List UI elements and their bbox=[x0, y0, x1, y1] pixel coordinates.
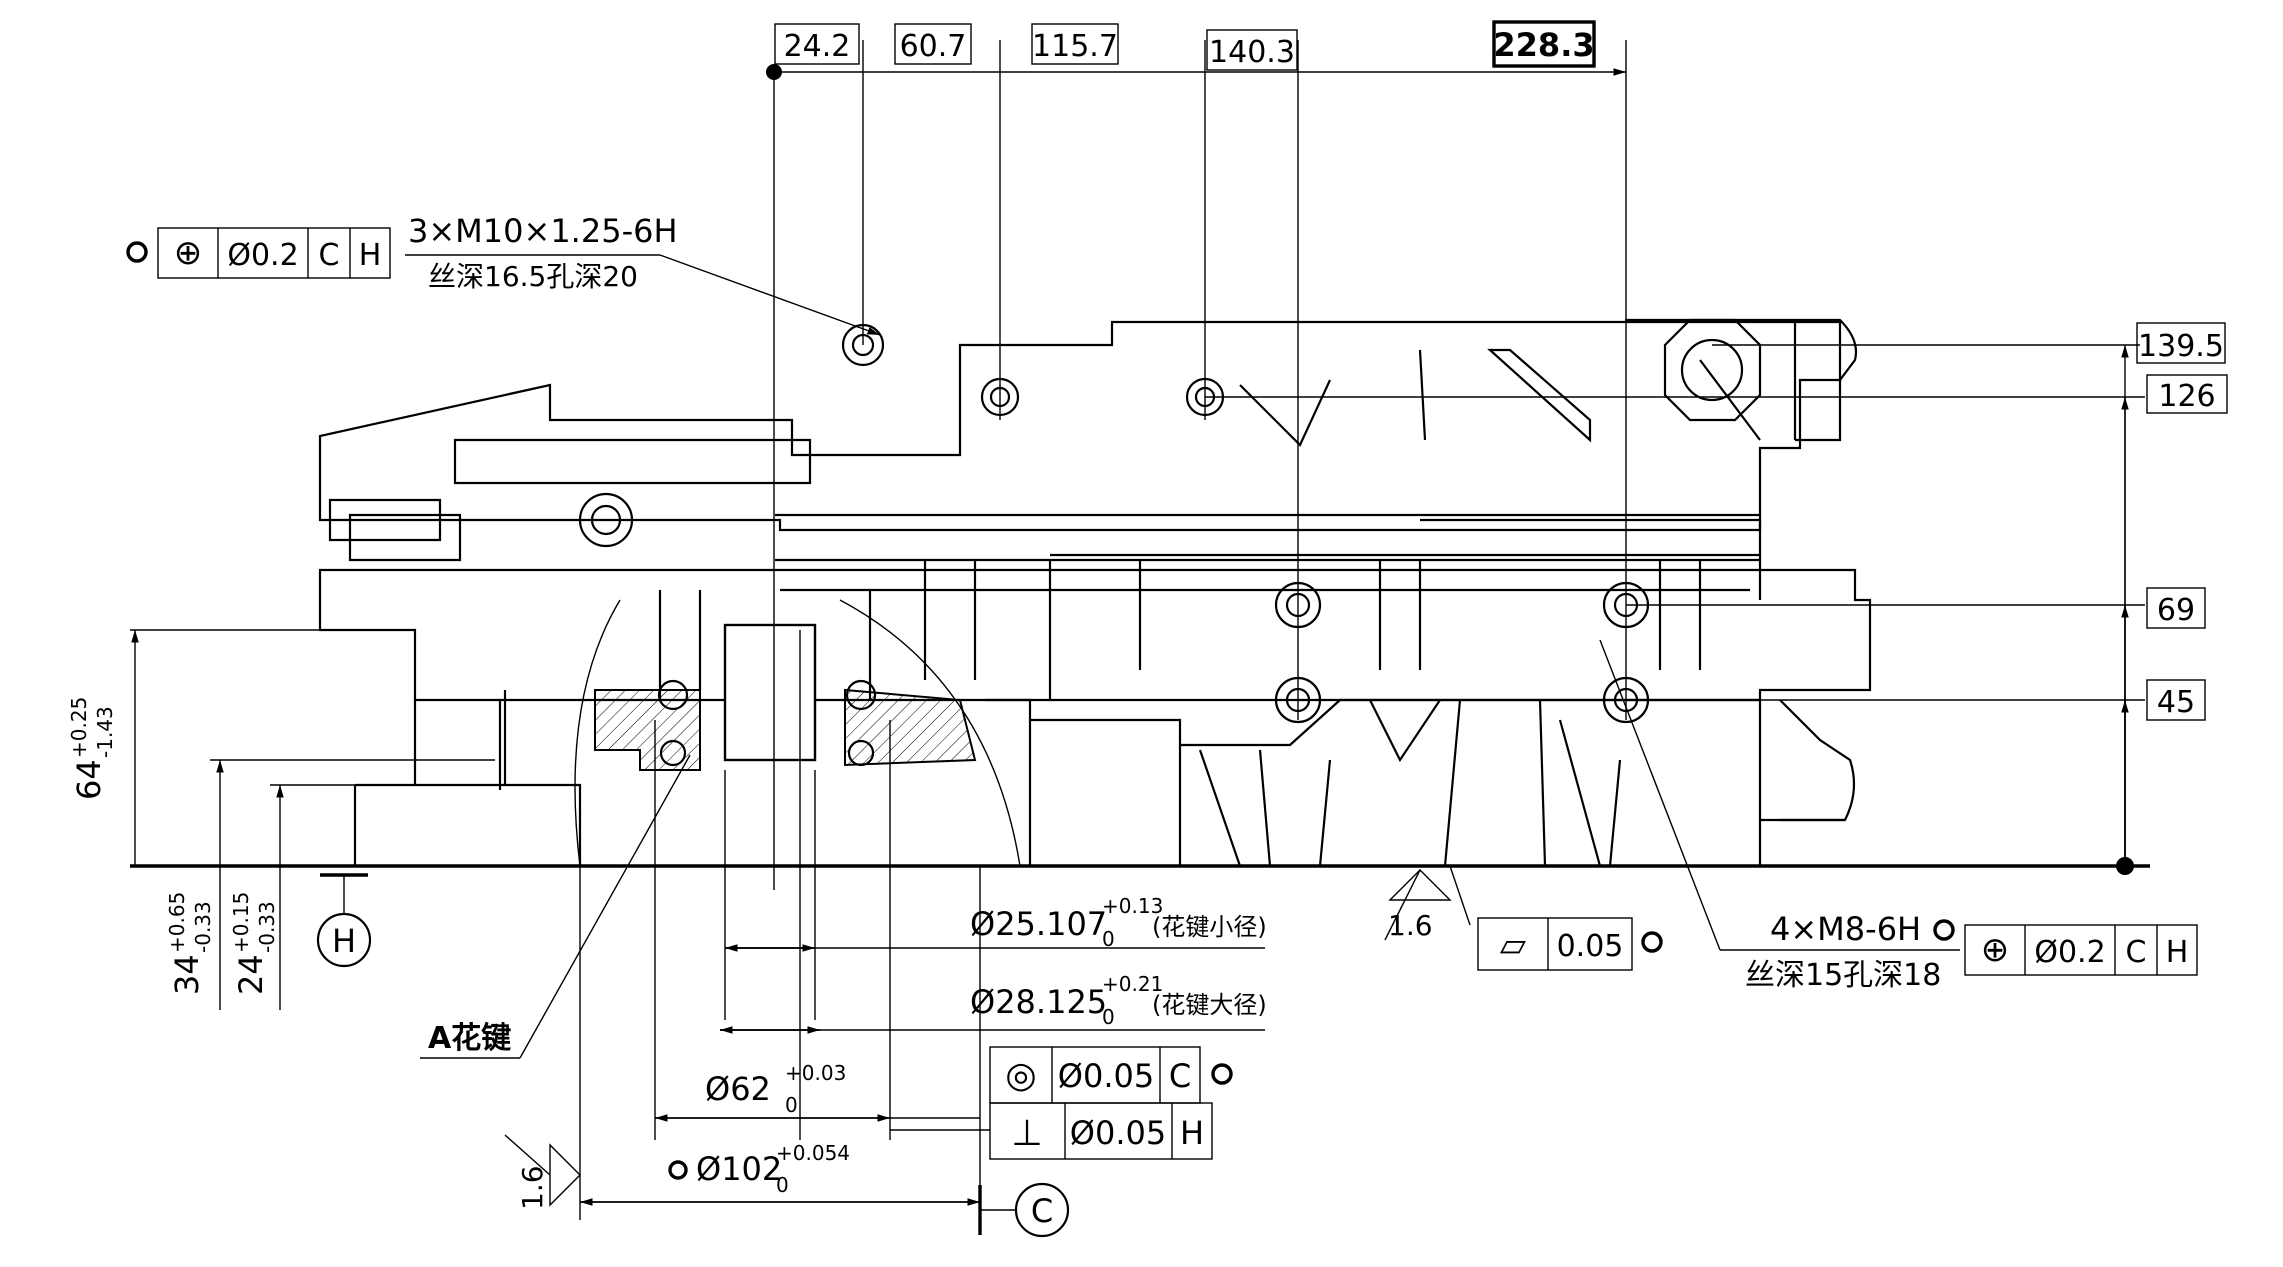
flatness-callout: ▱ 0.05 1.6 bbox=[1384, 865, 1663, 971]
top-thread-callout: 3×M10×1.25-6H 丝深16.5孔深20 ⊕ Ø0.2 C H bbox=[126, 212, 881, 336]
center-lines bbox=[579, 40, 1627, 1220]
thread-depth-top: 丝深16.5孔深20 bbox=[428, 260, 638, 293]
dia-28-lower: 0 bbox=[1102, 1005, 1115, 1029]
dia-25-note: (花键小径) bbox=[1152, 913, 1267, 941]
svg-text:C: C bbox=[1031, 1192, 1053, 1230]
fcf-right-symbol: ⊕ bbox=[1981, 930, 2010, 970]
roughness-right: 1.6 bbox=[1388, 909, 1433, 942]
dim-126: 126 bbox=[2158, 379, 2215, 414]
dia-28-base: Ø28.125 bbox=[970, 983, 1107, 1021]
dim-34-lower: -0.33 bbox=[191, 901, 215, 953]
dim-69: 69 bbox=[2157, 593, 2195, 628]
dia-28-upper: +0.21 bbox=[1102, 972, 1163, 996]
fcf-right-tolerance: Ø0.2 bbox=[2034, 935, 2105, 970]
dia-25-lower: 0 bbox=[1102, 927, 1115, 951]
datum-h: H bbox=[316, 873, 372, 968]
part-outline bbox=[130, 318, 2150, 868]
dim-64-upper: +0.25 bbox=[67, 697, 91, 758]
thread-depth-right: 丝深15孔深18 bbox=[1745, 958, 1941, 993]
dia-62-lower: 0 bbox=[785, 1093, 798, 1117]
fcf-concentricity: ◎ Ø0.05 C bbox=[989, 1046, 1233, 1104]
dia-28-note: (花键大径) bbox=[1152, 991, 1267, 1019]
dia-102-lower: 0 bbox=[776, 1173, 789, 1197]
fcf-top-datum1: C bbox=[319, 238, 340, 273]
perp-datum: H bbox=[1180, 1114, 1204, 1152]
right-dimension-chain: 139.5 126 69 45 bbox=[1205, 322, 2228, 875]
dia-62-upper: +0.03 bbox=[785, 1061, 846, 1085]
thread-spec-right: 4×M8-6H bbox=[1770, 910, 1921, 948]
dim-64-lower: -1.43 bbox=[93, 706, 117, 758]
dia-102-upper: +0.054 bbox=[776, 1141, 850, 1165]
conc-datum: C bbox=[1169, 1057, 1191, 1095]
thread-spec-top: 3×M10×1.25-6H bbox=[408, 212, 678, 250]
fcf-top-tolerance: Ø0.2 bbox=[227, 238, 298, 273]
diameter-dimensions: Ø25.107 +0.13 0 (花键小径) Ø28.125 +0.21 0 (… bbox=[504, 894, 1267, 1210]
dim-45: 45 bbox=[2157, 685, 2195, 720]
dim-60-7: 60.7 bbox=[900, 29, 967, 64]
conc-symbol: ◎ bbox=[1005, 1055, 1036, 1096]
fcf-right-datum2: H bbox=[2166, 935, 2189, 970]
fcf-right-datum1: C bbox=[2126, 935, 2147, 970]
dim-34-upper: +0.65 bbox=[165, 892, 189, 953]
dim-24-upper: +0.15 bbox=[229, 892, 253, 953]
dim-140-3: 140.3 bbox=[1209, 35, 1295, 70]
dim-24-lower: -0.33 bbox=[255, 901, 279, 953]
right-thread-callout: 4×M8-6H 丝深15孔深18 ⊕ Ø0.2 C H bbox=[1599, 639, 2198, 993]
roughness-left: 1.6 bbox=[516, 1165, 549, 1210]
dim-24: 24 bbox=[232, 954, 270, 995]
left-dimensions: 64 +0.25 -1.43 34 +0.65 -0.33 24 +0.15 -… bbox=[67, 629, 495, 1010]
dim-139-5: 139.5 bbox=[2138, 329, 2224, 364]
dim-24-2: 24.2 bbox=[784, 29, 851, 64]
fcf-top-datum2: H bbox=[359, 238, 382, 273]
bearing-section bbox=[574, 599, 1021, 867]
flatness-tolerance: 0.05 bbox=[1557, 929, 1624, 964]
dia-102-base: Ø102 bbox=[696, 1150, 782, 1188]
svg-text:H: H bbox=[332, 922, 356, 960]
dim-64: 64 bbox=[70, 759, 108, 800]
flatness-symbol: ▱ bbox=[1500, 925, 1527, 965]
dim-115-7: 115.7 bbox=[1032, 29, 1118, 64]
fcf-top-symbol: ⊕ bbox=[174, 233, 203, 273]
top-dimension-chain: 24.2 60.7 115.7 140.3 228.3 bbox=[766, 20, 1626, 80]
perp-symbol: ⊥ bbox=[1011, 1113, 1042, 1154]
dia-25-base: Ø25.107 bbox=[970, 905, 1107, 943]
dim-34: 34 bbox=[168, 954, 206, 995]
dia-25-upper: +0.13 bbox=[1102, 894, 1163, 918]
fcf-perpendicularity: ⊥ Ø0.05 H bbox=[890, 1102, 1213, 1160]
datum-c: C bbox=[978, 1182, 1070, 1238]
perp-tolerance: Ø0.05 bbox=[1070, 1114, 1166, 1152]
spline-label: A花键 bbox=[428, 1021, 511, 1056]
conc-tolerance: Ø0.05 bbox=[1058, 1057, 1154, 1095]
dia-62-base: Ø62 bbox=[705, 1070, 771, 1108]
spline-callout: A花键 bbox=[420, 754, 691, 1059]
dim-228-3: 228.3 bbox=[1493, 26, 1594, 64]
